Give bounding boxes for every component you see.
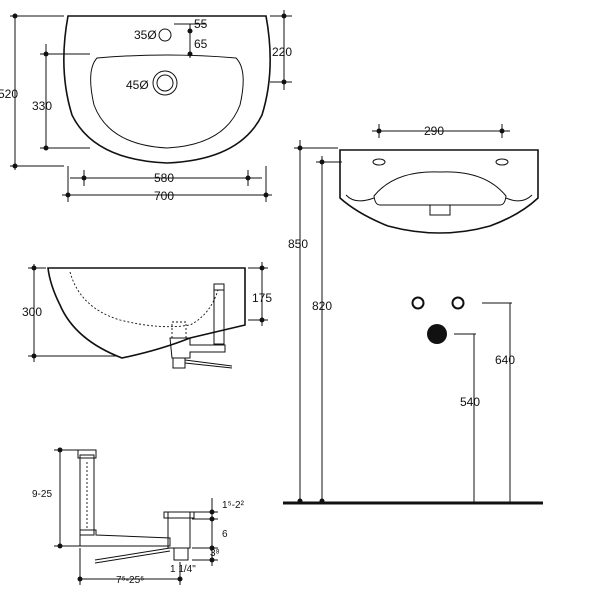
trap-bottom-side (172, 357, 186, 369)
dim-trap-middle-height: 6 (222, 529, 228, 540)
dim-depth-to-tap: 220 (272, 45, 292, 59)
basin-outline-side (47, 267, 246, 359)
water-inlet-right-icon (451, 296, 465, 310)
dim-water-inlet-height: 640 (495, 353, 515, 367)
dim-trap-bottom-height: 3⁸ (210, 548, 220, 559)
front-view: 290 850 820 640 540 (283, 124, 543, 505)
dim-trap-horizontal-range: 7⁵-25⁵ (116, 575, 144, 586)
dim-side-bowl-height: 175 (252, 291, 272, 305)
water-inlet-left-icon (411, 296, 425, 310)
dim-overall-width: 700 (154, 189, 174, 203)
drain-hole-outer-icon (152, 70, 178, 96)
dim-tap-spacing: 290 (424, 124, 444, 138)
side-view: 300 175 (22, 262, 272, 369)
waste-outlet-icon (427, 324, 447, 344)
tap-hole-icon (158, 28, 172, 42)
bowl-outline-front (373, 171, 507, 206)
basin-outline-front (339, 149, 539, 234)
trap-detail: 9-25 1⁵-2² 6 3⁸ 1 1/4" 7⁵-25⁵ (32, 447, 245, 586)
drain-fitting-side (171, 321, 187, 339)
dim-side-height: 300 (22, 305, 42, 319)
dim-overflow-offset: 65 (194, 37, 208, 51)
dim-rim-height: 850 (288, 237, 308, 251)
dim-trap-vertical-range: 9-25 (32, 489, 52, 500)
drain-hole-inner-icon (156, 74, 174, 92)
basin-outline-top (63, 15, 271, 164)
dim-overall-depth: 520 (0, 87, 18, 101)
trap-pipe-vertical (79, 454, 95, 536)
dim-bowl-depth: 330 (32, 99, 52, 113)
top-view: 35Ø 55 65 45Ø 220 520 330 580 700 (0, 10, 292, 203)
tap-hole-left-icon (372, 158, 386, 166)
dim-tap-hole-diameter: 35Ø (134, 28, 157, 42)
trap-pipe-horizontal (79, 529, 171, 547)
dim-waste-outlet-height: 540 (460, 395, 480, 409)
trap-drain-body (167, 511, 191, 549)
tap-hole-right-icon (495, 158, 509, 166)
dim-mount-height: 820 (312, 299, 332, 313)
overflow-pipe-side (213, 283, 225, 345)
dim-tap-hole-offset: 55 (194, 17, 208, 31)
trap-side (169, 337, 226, 359)
bowl-inner-side (69, 271, 219, 328)
drain-front (429, 204, 451, 216)
dim-trap-outlet-size: 1 1/4" (170, 564, 196, 575)
dim-trap-top-offset: 1⁵-2² (222, 500, 245, 511)
bowl-outline-top (90, 54, 244, 149)
dim-bowl-width: 580 (154, 171, 174, 185)
dim-drain-diameter: 45Ø (126, 78, 149, 92)
